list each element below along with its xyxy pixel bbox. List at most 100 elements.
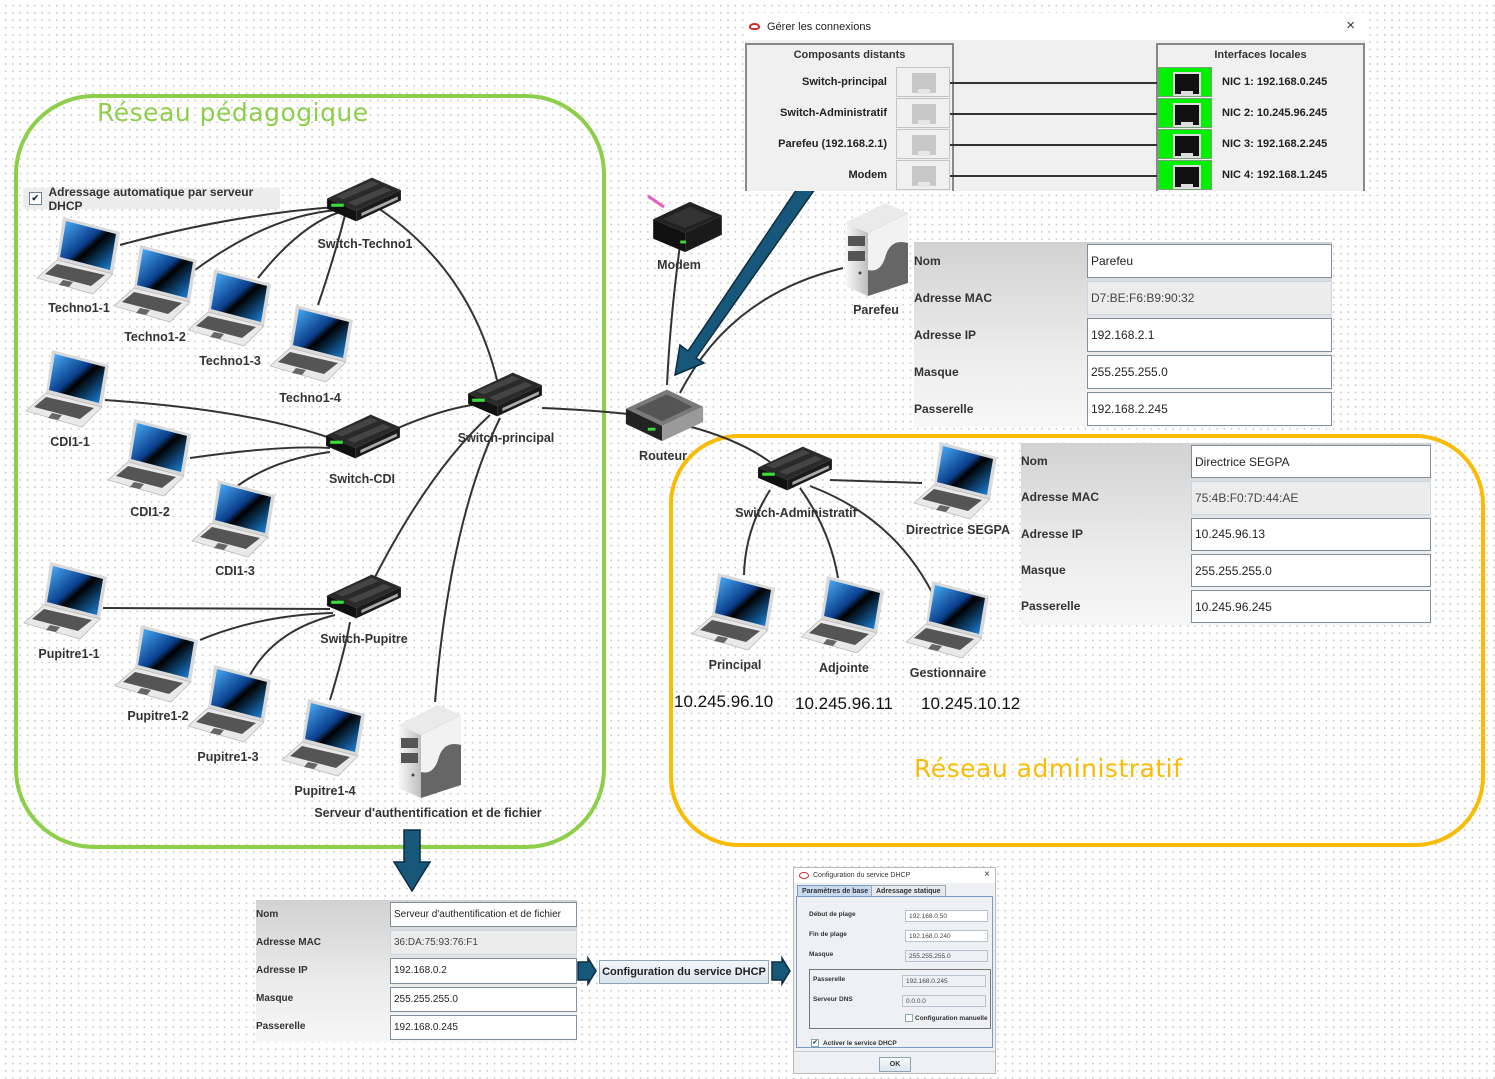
prop-value-nom[interactable]: Directrice SEGPA bbox=[1191, 445, 1431, 479]
local-nic-port[interactable] bbox=[1158, 98, 1212, 128]
passerelle-field: 192.168.0.245 bbox=[902, 975, 986, 987]
firewall-server-icon[interactable] bbox=[840, 198, 910, 298]
remote-component-name: Switch-principal bbox=[802, 76, 887, 88]
laptop-gestionnaire-icon[interactable] bbox=[904, 576, 994, 661]
serveur-properties-panel: Nom Serveur d'authentification et de fic… bbox=[256, 900, 577, 1042]
prop-row-ip: Adresse IP bbox=[914, 316, 1332, 353]
switch-techno1-icon[interactable] bbox=[325, 175, 403, 223]
app-logo-icon bbox=[749, 23, 760, 30]
prop-value-masque[interactable]: 255.255.255.0 bbox=[1191, 553, 1431, 588]
label-switch-administratif: Switch-Administratif bbox=[735, 506, 857, 520]
prop-row-masque: Masque bbox=[914, 353, 1332, 390]
checkbox-unchecked-icon[interactable] bbox=[905, 1014, 913, 1022]
local-nic-port[interactable] bbox=[1158, 67, 1212, 97]
remote-component-name: Modem bbox=[848, 169, 888, 181]
prop-value-ip[interactable]: 10.245.96.13 bbox=[1191, 517, 1431, 551]
prop-label-ip: Adresse IP bbox=[1021, 526, 1084, 541]
dhcp-config-button[interactable]: Configuration du service DHCP bbox=[599, 960, 769, 984]
auth-server-icon[interactable] bbox=[393, 700, 463, 800]
laptop-techno1-4-icon[interactable] bbox=[268, 300, 358, 385]
dns-field: 0.0.0.0 bbox=[902, 995, 986, 1007]
zone-title-administratif: Réseau administratif bbox=[914, 754, 1183, 783]
label-techno1-1: Techno1-1 bbox=[48, 301, 110, 315]
debut-input[interactable]: 192.168.0.50 bbox=[905, 910, 988, 922]
router-icon[interactable] bbox=[622, 382, 707, 444]
local-nic-port[interactable] bbox=[1158, 129, 1212, 159]
prop-row-masque: Masque bbox=[256, 985, 577, 1013]
laptop-cdi1-2-icon[interactable] bbox=[106, 414, 196, 499]
remote-component-name: Parefeu (192.168.2.1) bbox=[778, 138, 887, 150]
label-techno1-2: Techno1-2 bbox=[124, 330, 186, 344]
prop-value-masque[interactable]: 255.255.255.0 bbox=[1087, 355, 1332, 389]
manual-config-label: Configuration manuelle bbox=[915, 1014, 988, 1022]
remote-port[interactable] bbox=[896, 160, 950, 190]
switch-administratif-icon[interactable] bbox=[756, 444, 834, 492]
prop-value-nom[interactable]: Serveur d'authentification et de fichier bbox=[390, 902, 577, 928]
activate-dhcp-checkbox[interactable]: ✔ Activer le service DHCP bbox=[811, 1039, 897, 1047]
prop-value-ip[interactable]: 192.168.2.1 bbox=[1087, 318, 1332, 352]
prop-value-passerelle[interactable]: 192.168.0.245 bbox=[390, 1014, 577, 1040]
remote-port[interactable] bbox=[896, 129, 950, 159]
prop-label-nom: Nom bbox=[256, 908, 279, 920]
prop-value-passerelle[interactable]: 10.245.96.245 bbox=[1191, 590, 1431, 624]
connection-line bbox=[950, 144, 1157, 146]
prop-label-mac: Adresse MAC bbox=[914, 290, 993, 305]
label-techno1-4: Techno1-4 bbox=[279, 391, 341, 405]
ok-button[interactable]: OK bbox=[879, 1057, 911, 1072]
dhcp-auto-checkbox[interactable]: ✔ Adressage automatique par serveur DHCP bbox=[23, 185, 280, 213]
divider bbox=[794, 1051, 995, 1052]
switch-pupitre-icon[interactable] bbox=[325, 572, 403, 620]
ethernet-port-icon bbox=[1173, 165, 1201, 189]
prop-row-masque: Masque bbox=[1021, 552, 1431, 588]
modem-icon[interactable] bbox=[650, 198, 725, 256]
manual-config-checkbox[interactable]: Configuration manuelle bbox=[905, 1014, 988, 1022]
close-icon[interactable]: × bbox=[984, 869, 990, 880]
laptop-pupitre1-4-icon[interactable] bbox=[280, 694, 370, 779]
prop-row-mac: Adresse MAC bbox=[1021, 479, 1431, 515]
label-pupitre1-3: Pupitre1-3 bbox=[197, 750, 259, 764]
switch-principal-icon[interactable] bbox=[466, 370, 544, 418]
laptop-techno1-3-icon[interactable] bbox=[186, 264, 276, 349]
dhcp-dialog-title: Configuration du service DHCP bbox=[813, 872, 911, 879]
prop-row-passerelle: Passerelle bbox=[256, 1013, 577, 1041]
fin-label: Fin de plage bbox=[809, 931, 847, 938]
remote-component-name: Switch-Administratif bbox=[780, 107, 887, 119]
parefeu-properties-panel: Nom Parefeu Adresse MAC D7:BE:F6:B9:90:3… bbox=[914, 242, 1332, 427]
remote-port[interactable] bbox=[896, 98, 950, 128]
local-nic-label: NIC 2: 10.245.96.245 bbox=[1222, 107, 1328, 119]
prop-label-masque: Masque bbox=[256, 993, 294, 1005]
prop-label-masque: Masque bbox=[1021, 563, 1066, 578]
ip-principal: 10.245.96.10 bbox=[674, 692, 774, 711]
local-nic-port[interactable] bbox=[1158, 160, 1212, 190]
prop-value-passerelle[interactable]: 192.168.2.245 bbox=[1087, 392, 1332, 426]
close-icon[interactable]: × bbox=[1346, 17, 1355, 34]
fin-input[interactable]: 192.168.0.240 bbox=[905, 930, 988, 942]
laptop-pupitre1-3-icon[interactable] bbox=[186, 660, 276, 745]
laptop-principal-icon[interactable] bbox=[690, 568, 780, 653]
prop-row-ip: Adresse IP bbox=[1021, 516, 1431, 552]
prop-label-ip: Adresse IP bbox=[256, 964, 308, 976]
prop-value-ip[interactable]: 192.168.0.2 bbox=[390, 958, 577, 984]
ip-gestionnaire: 10.245.10.12 bbox=[921, 694, 1021, 713]
laptop-directrice-icon[interactable] bbox=[912, 437, 1002, 522]
checkbox-checked-icon[interactable]: ✔ bbox=[29, 192, 42, 205]
ethernet-port-icon bbox=[912, 166, 936, 187]
label-serveur: Serveur d'authentification et de fichier bbox=[314, 806, 542, 820]
switch-cdi-icon[interactable] bbox=[324, 412, 402, 460]
remote-port[interactable] bbox=[896, 67, 950, 97]
laptop-pupitre1-1-icon[interactable] bbox=[22, 557, 112, 642]
label-switch-cdi: Switch-CDI bbox=[329, 472, 395, 486]
laptop-cdi1-1-icon[interactable] bbox=[24, 345, 114, 430]
checkbox-checked-icon[interactable]: ✔ bbox=[811, 1039, 819, 1047]
label-gestionnaire: Gestionnaire bbox=[909, 666, 987, 680]
prop-value-nom[interactable]: Parefeu bbox=[1087, 244, 1332, 278]
label-adjointe: Adjointe bbox=[819, 661, 869, 675]
laptop-cdi1-3-icon[interactable] bbox=[190, 475, 280, 560]
prop-value-masque[interactable]: 255.255.255.0 bbox=[390, 986, 577, 1012]
gateway-dns-group bbox=[809, 969, 991, 1029]
laptop-adjointe-icon[interactable] bbox=[799, 571, 889, 656]
local-header: Interfaces locales bbox=[1214, 49, 1307, 61]
prop-label-masque: Masque bbox=[914, 364, 959, 379]
ethernet-port-icon bbox=[912, 135, 936, 156]
tab-adressage-statique[interactable]: Adressage statique bbox=[871, 885, 946, 897]
